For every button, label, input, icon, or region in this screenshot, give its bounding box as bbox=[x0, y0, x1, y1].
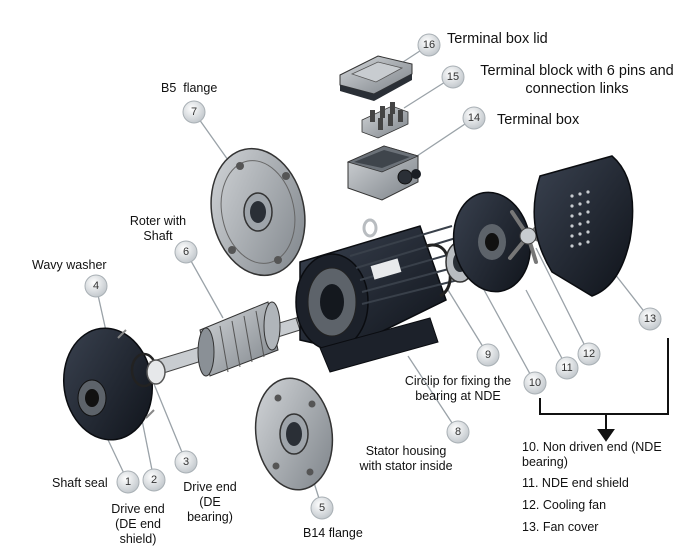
callout-badge-3: 3 bbox=[174, 450, 198, 474]
label-terminal-box: Terminal box bbox=[497, 112, 580, 128]
callout-badge-number: 5 bbox=[319, 502, 325, 514]
label-stator-housing: Stator housing with stator inside bbox=[359, 444, 453, 473]
callout-badge-1: 1 bbox=[116, 470, 140, 494]
legend-nde-bearing: 10. Non driven end (NDE bearing) bbox=[522, 440, 662, 469]
callout-badge-number: 11 bbox=[561, 362, 572, 374]
callout-badge-14: 14 bbox=[462, 106, 486, 130]
label-drive-end-bearing: Drive end (DE bearing) bbox=[183, 480, 237, 524]
stator-housing bbox=[295, 218, 461, 373]
b14-flange bbox=[254, 377, 334, 491]
nde-bracket-arrow bbox=[539, 338, 669, 442]
label-terminal-box-lid: Terminal box lid bbox=[447, 31, 548, 47]
callout-badge-number: 7 bbox=[191, 106, 197, 118]
label-terminal-block: Terminal block with 6 pins and connectio… bbox=[480, 63, 674, 97]
label-b5-flange: B5 flange bbox=[161, 81, 218, 95]
label-roter-with-shaft: Roter with Shaft bbox=[129, 214, 187, 243]
callout-badge-13: 13 bbox=[638, 307, 662, 331]
callout-badge-2: 2 bbox=[142, 468, 166, 492]
callout-badge-number: 15 bbox=[447, 71, 459, 83]
callout-badge-9: 9 bbox=[476, 343, 500, 367]
drive-end-shield bbox=[62, 327, 155, 441]
callout-badge-number: 13 bbox=[644, 313, 656, 325]
label-circlip: Circlip for fixing the bearing at NDE bbox=[404, 374, 512, 403]
callout-badge-5: 5 bbox=[310, 496, 334, 520]
callout-badge-4: 4 bbox=[84, 274, 108, 298]
callout-badge-number: 12 bbox=[583, 348, 595, 360]
terminal-box-lid bbox=[339, 55, 413, 101]
callout-badge-number: 9 bbox=[485, 349, 491, 361]
callout-badge-number: 16 bbox=[423, 39, 435, 51]
callout-badge-number: 8 bbox=[455, 426, 461, 438]
callout-badge-6: 6 bbox=[174, 240, 198, 264]
callout-badge-number: 6 bbox=[183, 246, 189, 258]
callout-badge-number: 3 bbox=[183, 456, 189, 468]
callout-badge-7: 7 bbox=[182, 100, 206, 124]
legend-nde-end-shield: 11. NDE end shield bbox=[522, 476, 629, 490]
callout-badge-number: 1 bbox=[125, 476, 131, 488]
callout-badge-number: 10 bbox=[529, 377, 541, 389]
b5-flange bbox=[210, 147, 306, 277]
label-wavy-washer: Wavy washer bbox=[32, 258, 107, 272]
callout-badge-12: 12 bbox=[577, 342, 601, 366]
terminal-box bbox=[346, 145, 421, 201]
nde-end-shield bbox=[452, 191, 532, 293]
de-bearing bbox=[146, 359, 166, 385]
label-b14-flange: B14 flange bbox=[303, 526, 363, 540]
terminal-block bbox=[361, 102, 409, 139]
label-shaft-seal: Shaft seal bbox=[52, 476, 108, 490]
callout-badge-16: 16 bbox=[417, 33, 441, 57]
callout-badge-number: 2 bbox=[151, 474, 157, 486]
label-drive-end-shield: Drive end (DE end shield) bbox=[111, 502, 165, 546]
callout-badge-number: 14 bbox=[468, 112, 480, 124]
fan-cover bbox=[533, 155, 634, 297]
callout-badge-8: 8 bbox=[446, 420, 470, 444]
callout-badge-10: 10 bbox=[523, 371, 547, 395]
callout-badge-15: 15 bbox=[441, 65, 465, 89]
legend-fan-cover: 13. Fan cover bbox=[522, 520, 599, 534]
callout-badge-11: 11 bbox=[555, 356, 579, 380]
legend-cooling-fan: 12. Cooling fan bbox=[522, 498, 607, 512]
callout-badge-number: 4 bbox=[93, 280, 99, 292]
